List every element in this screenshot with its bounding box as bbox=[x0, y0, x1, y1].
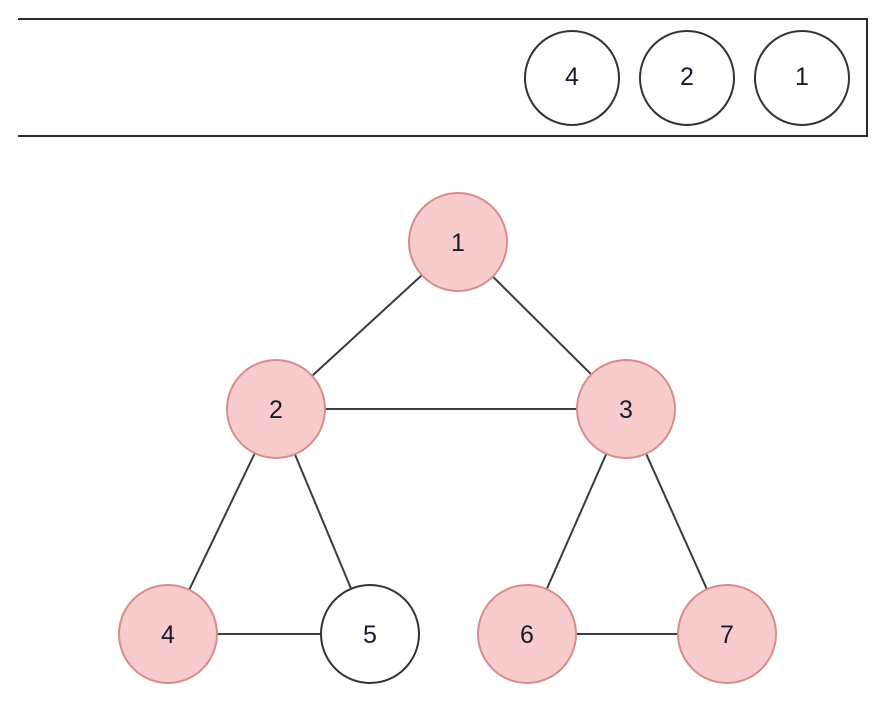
traversal-stack-panel: 4 2 1 bbox=[18, 18, 868, 137]
graph-edge-3-7 bbox=[645, 453, 708, 590]
graph-node-circle[interactable] bbox=[118, 584, 218, 684]
graph-node-2[interactable]: 2 bbox=[226, 359, 326, 459]
graph-node-circle[interactable] bbox=[320, 584, 420, 684]
stack-node[interactable]: 1 bbox=[754, 29, 850, 126]
graph-edges bbox=[188, 274, 708, 635]
graph-node-circle[interactable] bbox=[226, 359, 326, 459]
traversal-stack-items: 4 2 1 bbox=[524, 20, 850, 135]
graph-node-3[interactable]: 3 bbox=[576, 359, 676, 459]
graph-node-circle[interactable] bbox=[477, 584, 577, 684]
graph-edge-2-4 bbox=[188, 452, 256, 591]
stack-node-label: 1 bbox=[795, 63, 809, 91]
stack-node[interactable]: 4 bbox=[524, 29, 620, 126]
graph-node-circle[interactable] bbox=[576, 359, 676, 459]
graph-node-7[interactable]: 7 bbox=[677, 584, 777, 684]
graph-node-circle[interactable] bbox=[677, 584, 777, 684]
graph-edge-3-6 bbox=[545, 453, 608, 590]
graph-node-6[interactable]: 6 bbox=[477, 584, 577, 684]
graph-node-5[interactable]: 5 bbox=[320, 584, 420, 684]
graph-edge-1-3 bbox=[492, 275, 592, 376]
stack-node[interactable]: 2 bbox=[639, 29, 735, 126]
stack-node-label: 2 bbox=[680, 63, 694, 91]
graph-edge-2-5 bbox=[293, 453, 353, 590]
graph-node-4[interactable]: 4 bbox=[118, 584, 218, 684]
stack-node-label: 4 bbox=[565, 63, 579, 91]
graph-edge-1-2 bbox=[311, 274, 423, 377]
graph-node-1[interactable]: 1 bbox=[408, 192, 508, 292]
graph-node-circle[interactable] bbox=[408, 192, 508, 292]
